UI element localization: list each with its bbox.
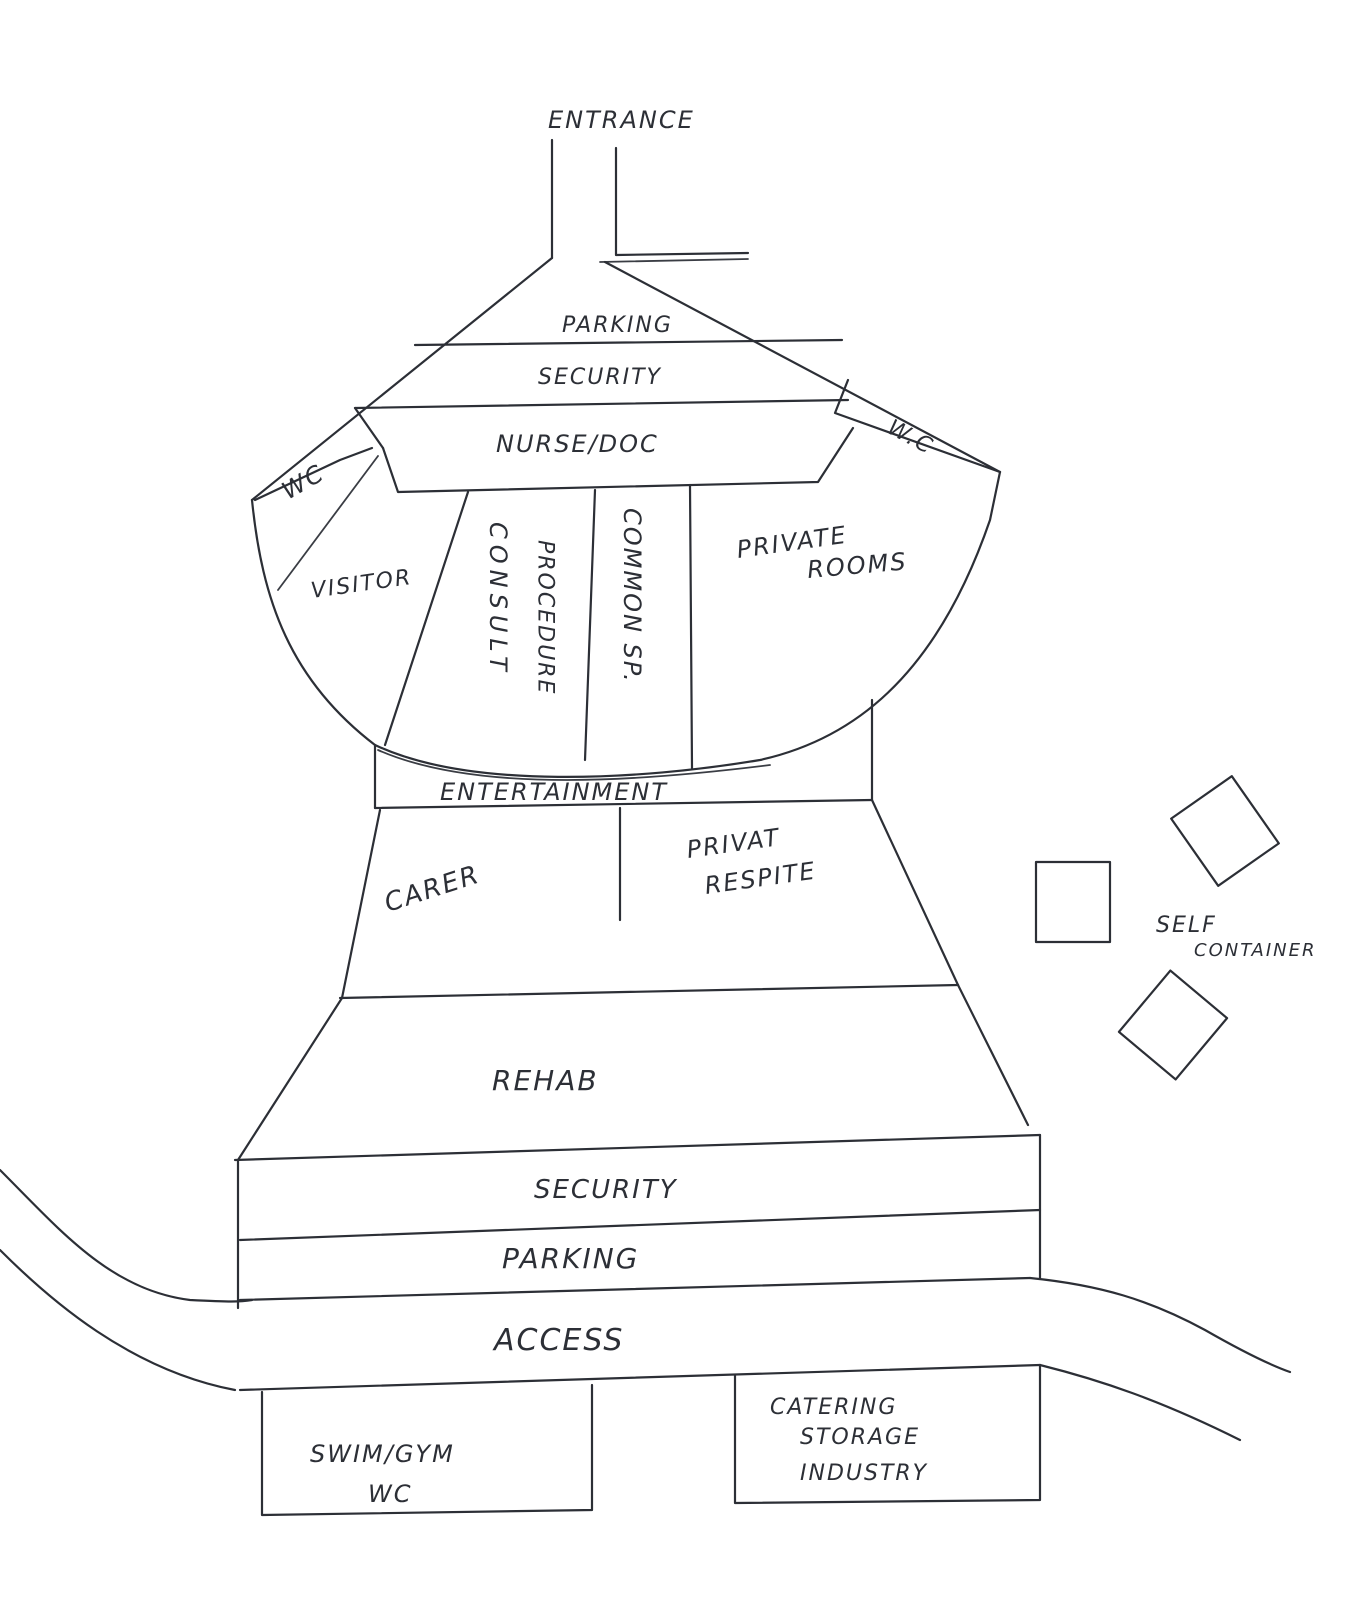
top-funnel bbox=[250, 256, 1002, 502]
label-swim-gym-2: WC bbox=[368, 1480, 413, 1508]
label-catering-2: STORAGE bbox=[800, 1425, 920, 1450]
label-self-container-2: CONTAINER bbox=[1194, 940, 1317, 961]
label-consult: CONSULT bbox=[484, 522, 512, 677]
label-consult-text: CONSULT bbox=[484, 522, 512, 677]
main-pod bbox=[250, 378, 1002, 781]
self-container-box-2 bbox=[1170, 775, 1280, 887]
label-entrance: ENTRANCE bbox=[548, 106, 695, 134]
label-privat-respite-2: RESPITE bbox=[703, 857, 818, 900]
label-catering-1: CATERING bbox=[770, 1395, 897, 1420]
self-container-box-3 bbox=[1117, 969, 1229, 1081]
label-security-bottom: SECURITY bbox=[534, 1175, 678, 1205]
label-privat-respite-1: PRIVAT bbox=[685, 823, 783, 864]
label-access: ACCESS bbox=[492, 1323, 624, 1358]
entertainment-band bbox=[373, 698, 874, 810]
label-visitor: VISITOR bbox=[309, 565, 414, 604]
bottom-bands bbox=[233, 1133, 1042, 1310]
label-wc-left: WC bbox=[277, 459, 330, 505]
self-container-box-1 bbox=[1034, 860, 1112, 944]
label-common-sp: COMMON SP. bbox=[618, 508, 646, 684]
label-parking-top: PARKING bbox=[562, 313, 673, 338]
label-procedure-text: PROCEDURE bbox=[533, 540, 558, 695]
label-rehab: REHAB bbox=[492, 1064, 599, 1097]
label-private-rooms-2: ROOMS bbox=[806, 547, 908, 584]
rehab-block bbox=[236, 983, 1030, 1162]
label-catering-3: INDUSTRY bbox=[800, 1461, 928, 1486]
label-swim-gym-1: SWIM/GYM bbox=[310, 1440, 455, 1468]
label-carer: CARER bbox=[381, 860, 484, 919]
carer-respite-block bbox=[338, 798, 960, 1000]
label-parking-bottom: PARKING bbox=[502, 1242, 639, 1275]
entrance-road bbox=[550, 138, 750, 263]
bottom-buildings bbox=[260, 1363, 1042, 1517]
label-entertainment: ENTERTAINMENT bbox=[440, 778, 668, 806]
self-container-boxes bbox=[1034, 775, 1280, 1081]
access-road bbox=[0, 1168, 1292, 1442]
label-procedure: PROCEDURE bbox=[533, 540, 558, 695]
label-wc-right: W.C bbox=[883, 415, 937, 460]
label-nurse-doc: NURSE/DOC bbox=[496, 430, 659, 458]
label-self-container-1: SELF bbox=[1156, 913, 1217, 938]
label-security-top: SECURITY bbox=[538, 365, 662, 390]
label-common-sp-text: COMMON SP. bbox=[618, 508, 646, 684]
